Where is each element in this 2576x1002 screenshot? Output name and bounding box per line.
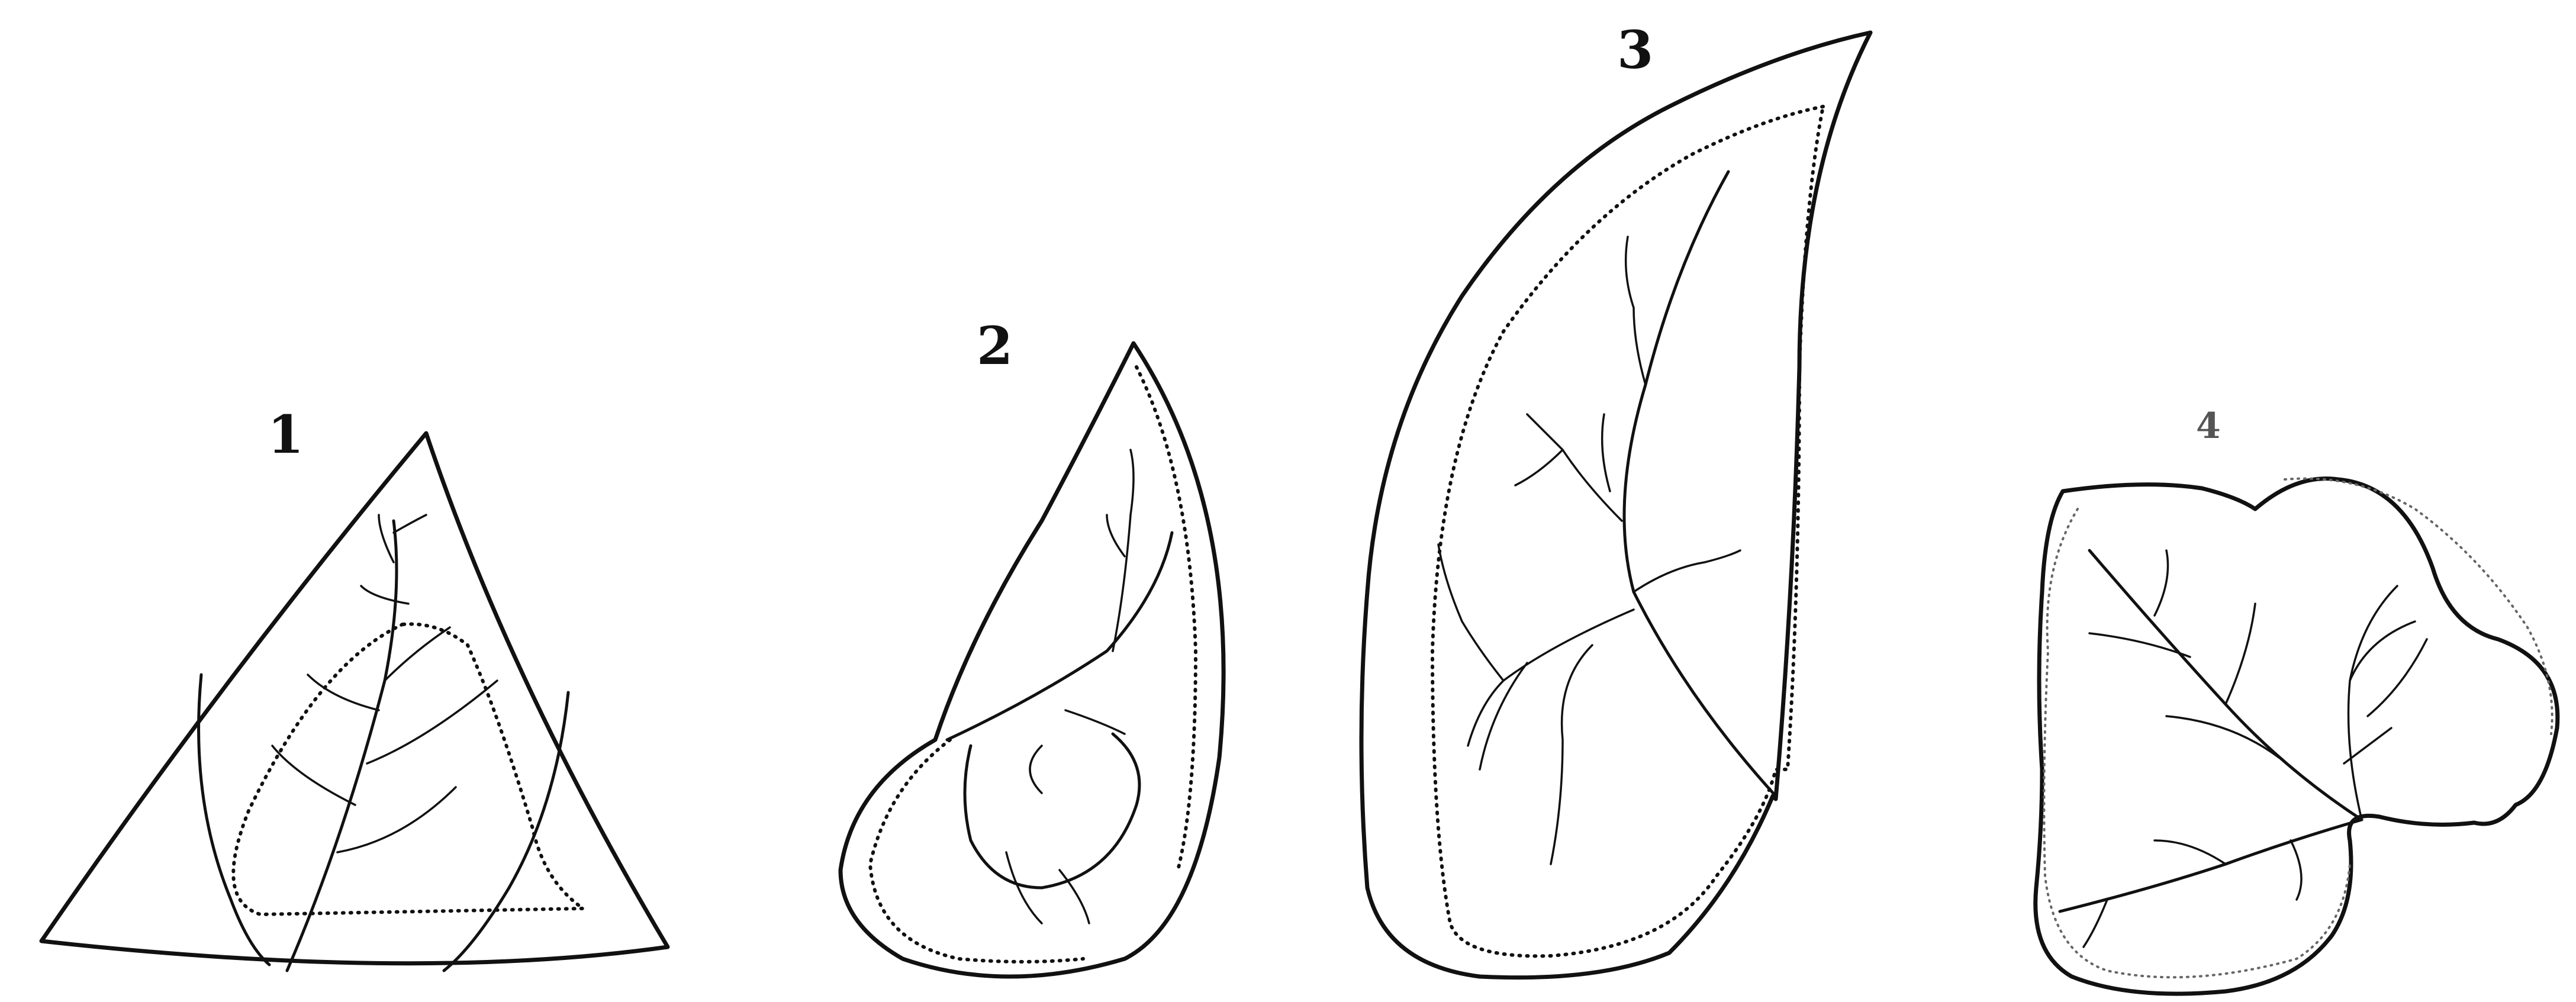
leaf-3-midrib <box>1624 172 1776 796</box>
leaf-2-dotted-right <box>1136 367 1196 870</box>
leaf-1-inner-dotted <box>233 624 583 914</box>
leaf-4-veins <box>2084 550 2427 947</box>
leaf-1-outline <box>41 433 668 964</box>
leaf-2 <box>841 343 1223 977</box>
leaf-4 <box>2036 479 2558 994</box>
leaf-3-veins <box>1438 237 1740 864</box>
leaf-2-veins <box>1006 450 1134 923</box>
leaf-4-inner-dotted <box>2044 479 2552 978</box>
figure-label-2: 2 <box>977 320 1013 372</box>
figure-label-3: 3 <box>1617 24 1653 76</box>
leaf-2-midrib <box>947 533 1172 888</box>
leaf-4-midrib <box>2060 550 2362 911</box>
leaf-3-inner-dotted <box>1432 107 1823 956</box>
leaf-1-midrib <box>287 521 397 971</box>
figure-label-1: 1 <box>268 408 304 460</box>
leaf-3 <box>1361 33 1870 978</box>
leaf-1 <box>41 433 668 971</box>
leaf-4-outline <box>2036 479 2558 994</box>
leaf-1-left-rib <box>199 675 269 965</box>
figure-label-4: 4 <box>2196 408 2221 444</box>
